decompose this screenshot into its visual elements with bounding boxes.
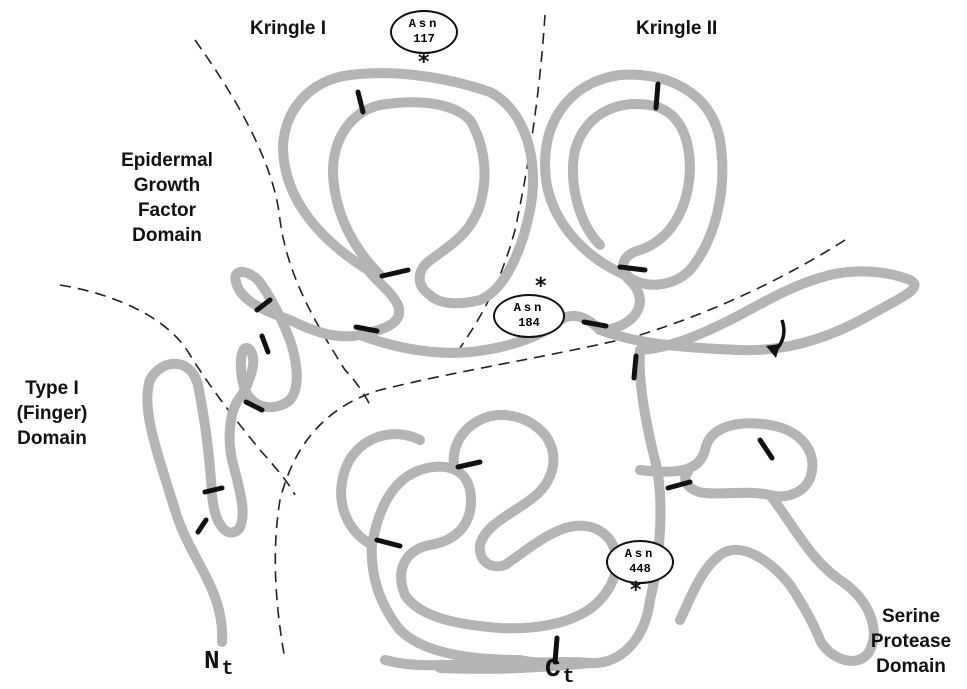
disulfide-kringle2-top xyxy=(656,84,658,108)
protease-label-line-1: Serine xyxy=(858,604,964,629)
c-terminus-subscript: t xyxy=(563,666,575,689)
kringle-1-label: Kringle I xyxy=(250,16,326,41)
disulfide-activation xyxy=(634,356,636,378)
egf-label-line-3: Factor xyxy=(108,198,226,223)
asn-117-label: Asn xyxy=(392,17,456,32)
finger-label-line-3: Domain xyxy=(2,426,102,451)
n-terminus-letter: N xyxy=(204,646,220,676)
chain-finger-region xyxy=(147,272,360,642)
asn-448-label: Asn xyxy=(608,547,672,562)
finger-label-line-1: Type I xyxy=(2,376,102,401)
kringle-2-label: Kringle II xyxy=(636,16,717,41)
asn-184-label: Asn xyxy=(495,301,563,316)
finger-label-line-2: (Finger) xyxy=(2,401,102,426)
protease-domain-label: Serine Protease Domain xyxy=(858,604,964,679)
chain-protease xyxy=(341,350,874,665)
chain-kringle2 xyxy=(545,75,722,330)
egf-domain-label: Epidermal Growth Factor Domain xyxy=(108,148,226,248)
egf-label-line-2: Growth xyxy=(108,173,226,198)
asn-117-badge: Asn 117 xyxy=(390,10,458,54)
disulfide-protease-1 xyxy=(458,462,480,467)
asn-448-asterisk: * xyxy=(630,580,642,602)
protease-label-line-3: Domain xyxy=(858,654,964,679)
polypeptide-chain xyxy=(147,73,914,669)
protease-label-line-2: Protease xyxy=(858,629,964,654)
asn-184-number: 184 xyxy=(495,316,563,331)
asn-117-asterisk: * xyxy=(418,52,430,74)
disulfide-kringle2-base xyxy=(620,267,645,270)
disulfide-protease-4 xyxy=(377,540,400,546)
chain-kringle1 xyxy=(283,73,533,335)
disulfide-kringle1-base xyxy=(382,270,408,276)
n-terminus-subscript: t xyxy=(222,658,234,681)
c-terminus-letter: C xyxy=(545,654,561,684)
asn-184-asterisk: * xyxy=(535,276,547,298)
asn-448-number: 448 xyxy=(608,562,672,577)
finger-domain-label: Type I (Finger) Domain xyxy=(2,376,102,451)
egf-label-line-1: Epidermal xyxy=(108,148,226,173)
disulfide-protease-3 xyxy=(760,440,772,458)
disulfide-egf-2 xyxy=(262,336,268,352)
asn-184-badge: Asn 184 xyxy=(493,294,565,338)
disulfide-finger-2 xyxy=(198,520,206,532)
asn-117-number: 117 xyxy=(392,32,456,47)
egf-label-line-4: Domain xyxy=(108,223,226,248)
